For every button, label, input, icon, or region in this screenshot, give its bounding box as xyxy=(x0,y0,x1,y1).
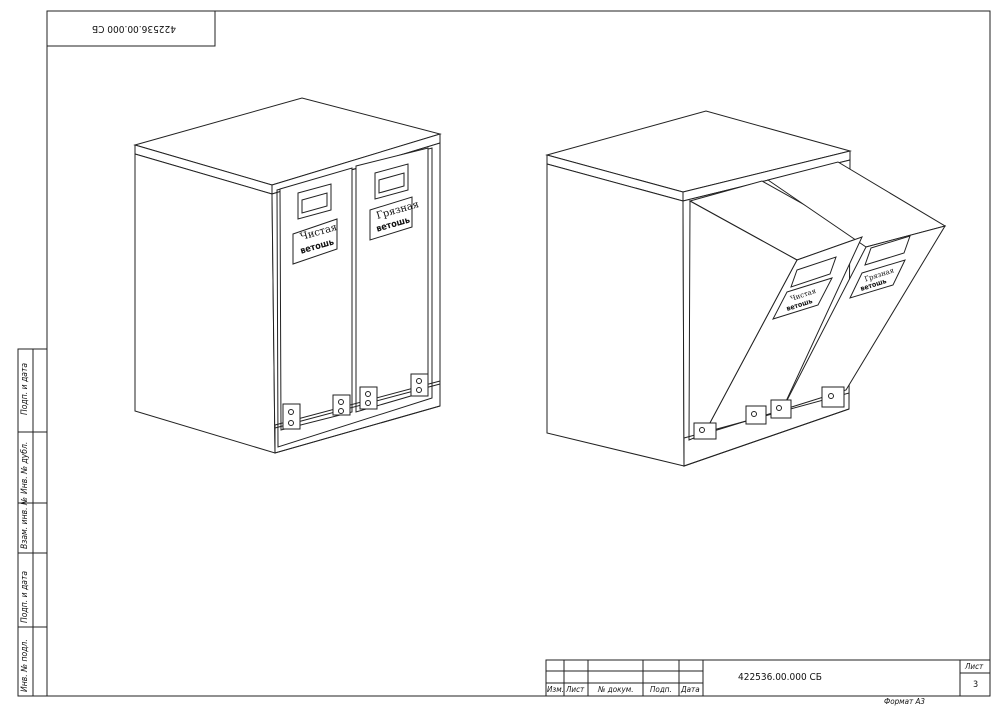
hinge-set-left xyxy=(282,373,429,430)
format-label: Формат А3 xyxy=(884,697,925,706)
drawing-designation: 422536.00.000 СБ xyxy=(738,672,822,683)
side-stamp-label-2: Инв. № дубл. xyxy=(20,441,30,494)
tb-col-date: Дата xyxy=(681,685,700,694)
mirrored-code-box xyxy=(46,10,216,47)
tb-col-sign: Подп. xyxy=(650,685,672,694)
tb-col-doc: № докум. xyxy=(598,685,634,694)
label-plate-dirty-open xyxy=(849,259,906,299)
label-plate-dirty xyxy=(369,196,413,241)
title-block xyxy=(545,659,991,697)
side-stamp-label-3: Взам. инв. № xyxy=(20,497,30,549)
cabinet-closed-view xyxy=(133,97,442,454)
label-plate-clean xyxy=(292,218,338,265)
side-stamp-label-4: Подп. и дата xyxy=(20,570,30,623)
hinge-set-right xyxy=(693,386,845,440)
sheet-label: Лист xyxy=(965,662,984,671)
cabinet-open-view xyxy=(545,110,947,467)
tb-col-izm: Изм. xyxy=(547,685,564,694)
side-stamp xyxy=(17,348,48,697)
sheet-number: 3 xyxy=(973,680,979,690)
side-stamp-label-1: Подп. и дата xyxy=(20,362,30,415)
side-stamp-label-5: Инв. № подл. xyxy=(20,639,30,692)
tb-col-list: Лист xyxy=(566,685,585,694)
label-plate-clean-open xyxy=(772,277,833,320)
mirrored-drawing-code: 422536.00.000 СБ xyxy=(92,23,176,34)
